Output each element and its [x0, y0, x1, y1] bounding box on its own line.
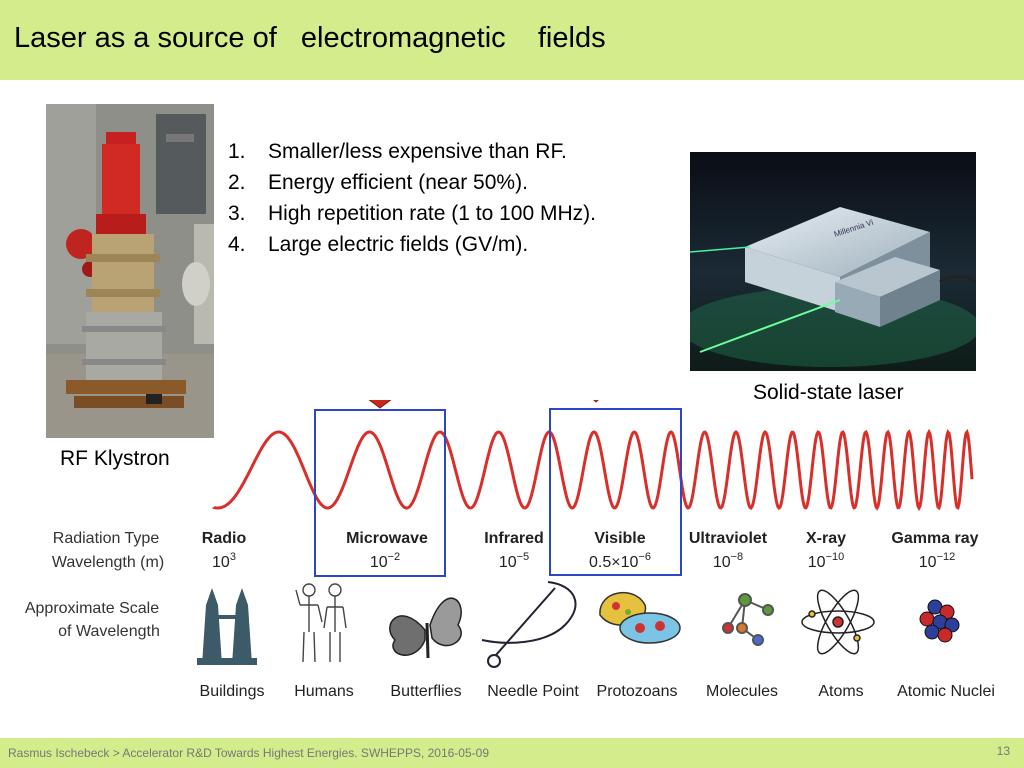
arrow-to-microwave: [368, 400, 392, 409]
wavelength-value: 0.5×10−6: [589, 551, 651, 571]
footer-bar: Rasmus Ischebeck > Accelerator R&D Towar…: [0, 738, 1024, 768]
molecules-icon: [722, 593, 774, 646]
list-item: 3.High repetition rate (1 to 100 MHz).: [228, 202, 596, 225]
scale-label: Atoms: [818, 683, 863, 700]
laser-photo: Millennia Vi: [690, 152, 976, 371]
footer-text: Rasmus Ischebeck > Accelerator R&D Towar…: [8, 746, 489, 760]
wavelength-value: 10−8: [713, 551, 743, 571]
needle-icon: [481, 581, 577, 668]
radiation-type-label: Microwave: [346, 530, 428, 547]
column-infrared: Infrared 10−5: [484, 530, 544, 571]
title-bar: Laser as a source of electromagnetic fie…: [0, 0, 1024, 80]
column-gamma-ray: Gamma ray 10−12: [891, 530, 978, 571]
column-microwave: Microwave 10−2: [346, 530, 428, 571]
wavelength-value: 10−2: [370, 551, 400, 571]
scale-label: Protozoans: [597, 683, 678, 700]
wavelength-value: 10−12: [919, 551, 955, 571]
radiation-type-label: Visible: [594, 530, 645, 547]
nucleus-icon: [919, 599, 960, 643]
scale-label: Butterflies: [390, 683, 461, 700]
page-number: 13: [996, 744, 1010, 758]
klystron-caption: RF Klystron: [60, 447, 170, 470]
klystron-photo: [46, 104, 214, 438]
scale-label: Atomic Nuclei: [897, 683, 995, 700]
scale-label: Needle Point: [487, 683, 579, 700]
wavelength-value: 103: [212, 551, 236, 571]
wave-curve: [212, 428, 974, 512]
wavelength-value: 10−10: [808, 551, 844, 571]
list-item: 2.Energy efficient (near 50%).: [228, 171, 528, 194]
row-label-scale: Approximate Scale: [25, 600, 159, 617]
radiation-type-label: Ultraviolet: [689, 530, 768, 547]
atom-icon: [801, 589, 875, 655]
scale-label: Buildings: [200, 683, 265, 700]
arrow-to-visible: [593, 400, 599, 403]
scale-label: Humans: [294, 683, 354, 700]
column-visible: Visible 0.5×10−6: [589, 530, 651, 571]
radiation-type-label: Infrared: [484, 530, 544, 547]
list-item: 1.Smaller/less expensive than RF.: [228, 140, 567, 163]
butterfly-icon: [389, 597, 462, 659]
radiation-type-label: Gamma ray: [891, 530, 978, 547]
row-label-wavelength: Wavelength (m): [52, 554, 164, 571]
visible-highlight-box: [549, 408, 682, 576]
column-xray: X-ray 10−10: [806, 530, 846, 571]
protozoans-icon: [599, 591, 681, 644]
laser-caption: Solid-state laser: [753, 381, 904, 404]
advantages-list: 1.Smaller/less expensive than RF. 2.Ener…: [228, 136, 596, 260]
list-item: 4.Large electric fields (GV/m).: [228, 233, 529, 256]
row-label-scale-2: of Wavelength: [58, 623, 160, 640]
row-label-type: Radiation Type: [53, 530, 160, 547]
spectrum-diagram: Radiation Type Wavelength (m) Approximat…: [25, 400, 995, 700]
scale-label: Molecules: [706, 683, 778, 700]
slide-title: Laser as a source of electromagnetic fie…: [14, 22, 606, 54]
buildings-icon: [197, 588, 257, 665]
column-radio: Radio 103: [202, 530, 247, 571]
microwave-highlight-box: [314, 409, 446, 577]
radiation-type-label: Radio: [202, 530, 247, 547]
humans-icon: [295, 583, 347, 663]
column-ultraviolet: Ultraviolet 10−8: [689, 530, 768, 571]
wavelength-value: 10−5: [499, 551, 529, 571]
radiation-type-label: X-ray: [806, 530, 846, 547]
